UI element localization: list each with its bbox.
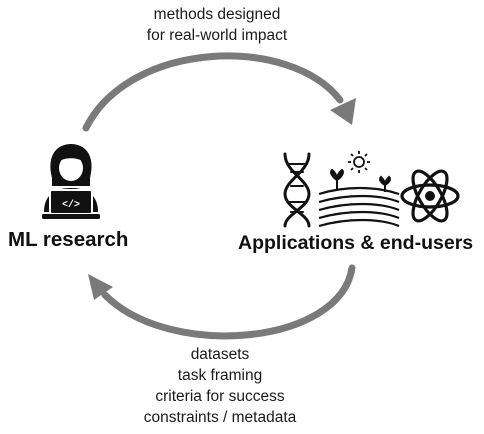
bottom-caption-line-3: criteria for success <box>155 388 285 405</box>
top-caption-line-2: for real-world impact <box>146 27 288 44</box>
top-arc-arrow <box>82 52 344 132</box>
top-caption-line-1: methods designed <box>153 6 281 23</box>
bottom-caption-line-2: task framing <box>177 367 263 384</box>
researcher-laptop-icon: </> <box>42 144 100 219</box>
applications-icons <box>283 151 460 228</box>
svg-text:</>: </> <box>62 199 80 211</box>
farm-fields-icon <box>318 186 400 228</box>
bottom-caption-line-1: datasets <box>190 346 250 363</box>
atom-icon <box>400 169 460 223</box>
top-caption: methods designed for real-world impact <box>112 4 322 46</box>
bottom-caption: datasets task framing criteria for succe… <box>95 344 345 428</box>
sun-icon <box>348 151 370 173</box>
top-arrowhead <box>330 98 356 125</box>
applications-label: Applications & end-users <box>238 232 474 254</box>
bottom-arc-arrow <box>101 264 356 340</box>
bottom-arrowhead <box>88 274 113 300</box>
dna-icon <box>283 152 311 228</box>
ml-research-label: ML research <box>8 228 129 251</box>
bottom-caption-line-4: constraints / metadata <box>143 409 297 426</box>
